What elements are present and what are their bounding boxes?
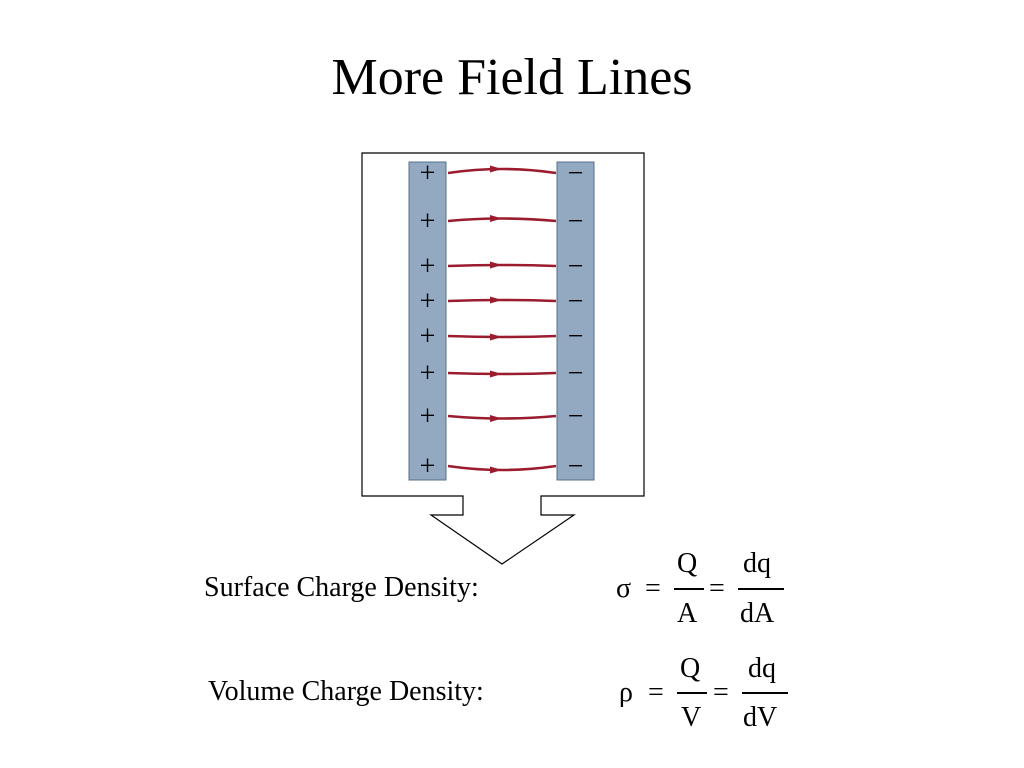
fraction-bar-3 xyxy=(677,692,707,694)
plus-sign: + xyxy=(420,158,436,189)
field-line xyxy=(447,464,557,472)
minus-sign: − xyxy=(568,251,584,282)
fraction-denominator-v: V xyxy=(681,702,702,733)
field-line xyxy=(447,217,557,223)
fraction-denominator-a: A xyxy=(677,598,698,629)
equals-sign-1: = xyxy=(645,573,661,604)
equals-sign-3: = xyxy=(648,677,664,708)
plus-sign: + xyxy=(420,451,436,482)
plus-sign: + xyxy=(420,251,436,282)
slide-title: More Field Lines xyxy=(331,49,693,106)
fraction-numerator-dq: dq xyxy=(743,548,771,579)
field-line-arrow xyxy=(490,333,502,341)
negative-charges: − − − − − − − − xyxy=(568,158,584,482)
field-lines xyxy=(447,165,557,474)
minus-sign: − xyxy=(568,158,584,189)
field-line xyxy=(447,414,557,420)
fraction-numerator-q-2: Q xyxy=(680,653,701,684)
minus-sign: − xyxy=(568,401,584,432)
sigma-symbol: σ xyxy=(616,573,632,604)
field-line-arrow xyxy=(490,466,502,474)
volume-charge-label: Volume Charge Density: xyxy=(208,676,484,707)
field-line-arrow xyxy=(490,296,502,304)
fraction-numerator-dq-2: dq xyxy=(748,653,776,684)
plus-sign: + xyxy=(420,401,436,432)
plus-sign: + xyxy=(420,321,436,352)
field-line-arrow xyxy=(490,215,502,222)
fraction-numerator-q: Q xyxy=(677,548,698,579)
positive-plate xyxy=(408,161,447,481)
plus-sign: + xyxy=(420,286,436,317)
field-line xyxy=(447,298,557,303)
rho-symbol: ρ xyxy=(619,677,633,708)
plus-sign: + xyxy=(420,358,436,389)
minus-sign: − xyxy=(568,206,584,237)
fraction-bar-1 xyxy=(674,588,704,590)
fraction-denominator-dv: dV xyxy=(743,702,778,733)
positive-charges: + + + + + + + + xyxy=(420,158,436,482)
field-line xyxy=(447,371,557,376)
fraction-bar-2 xyxy=(738,588,784,590)
callout-frame xyxy=(361,152,645,565)
field-line xyxy=(447,334,557,339)
field-line-arrow xyxy=(490,261,502,269)
minus-sign: − xyxy=(568,358,584,389)
fraction-denominator-da: dA xyxy=(740,598,775,629)
field-line xyxy=(447,167,557,175)
field-line xyxy=(447,263,557,268)
fraction-bar-4 xyxy=(742,692,788,694)
equals-sign-2: = xyxy=(709,573,725,604)
negative-plate xyxy=(556,161,595,481)
minus-sign: − xyxy=(568,451,584,482)
plus-sign: + xyxy=(420,206,436,237)
field-line-arrow xyxy=(490,415,502,422)
equals-sign-4: = xyxy=(713,677,729,708)
field-line-arrow xyxy=(490,370,502,378)
field-line-arrow xyxy=(490,165,502,173)
minus-sign: − xyxy=(568,321,584,352)
surface-charge-label: Surface Charge Density: xyxy=(204,572,479,603)
minus-sign: − xyxy=(568,286,584,317)
